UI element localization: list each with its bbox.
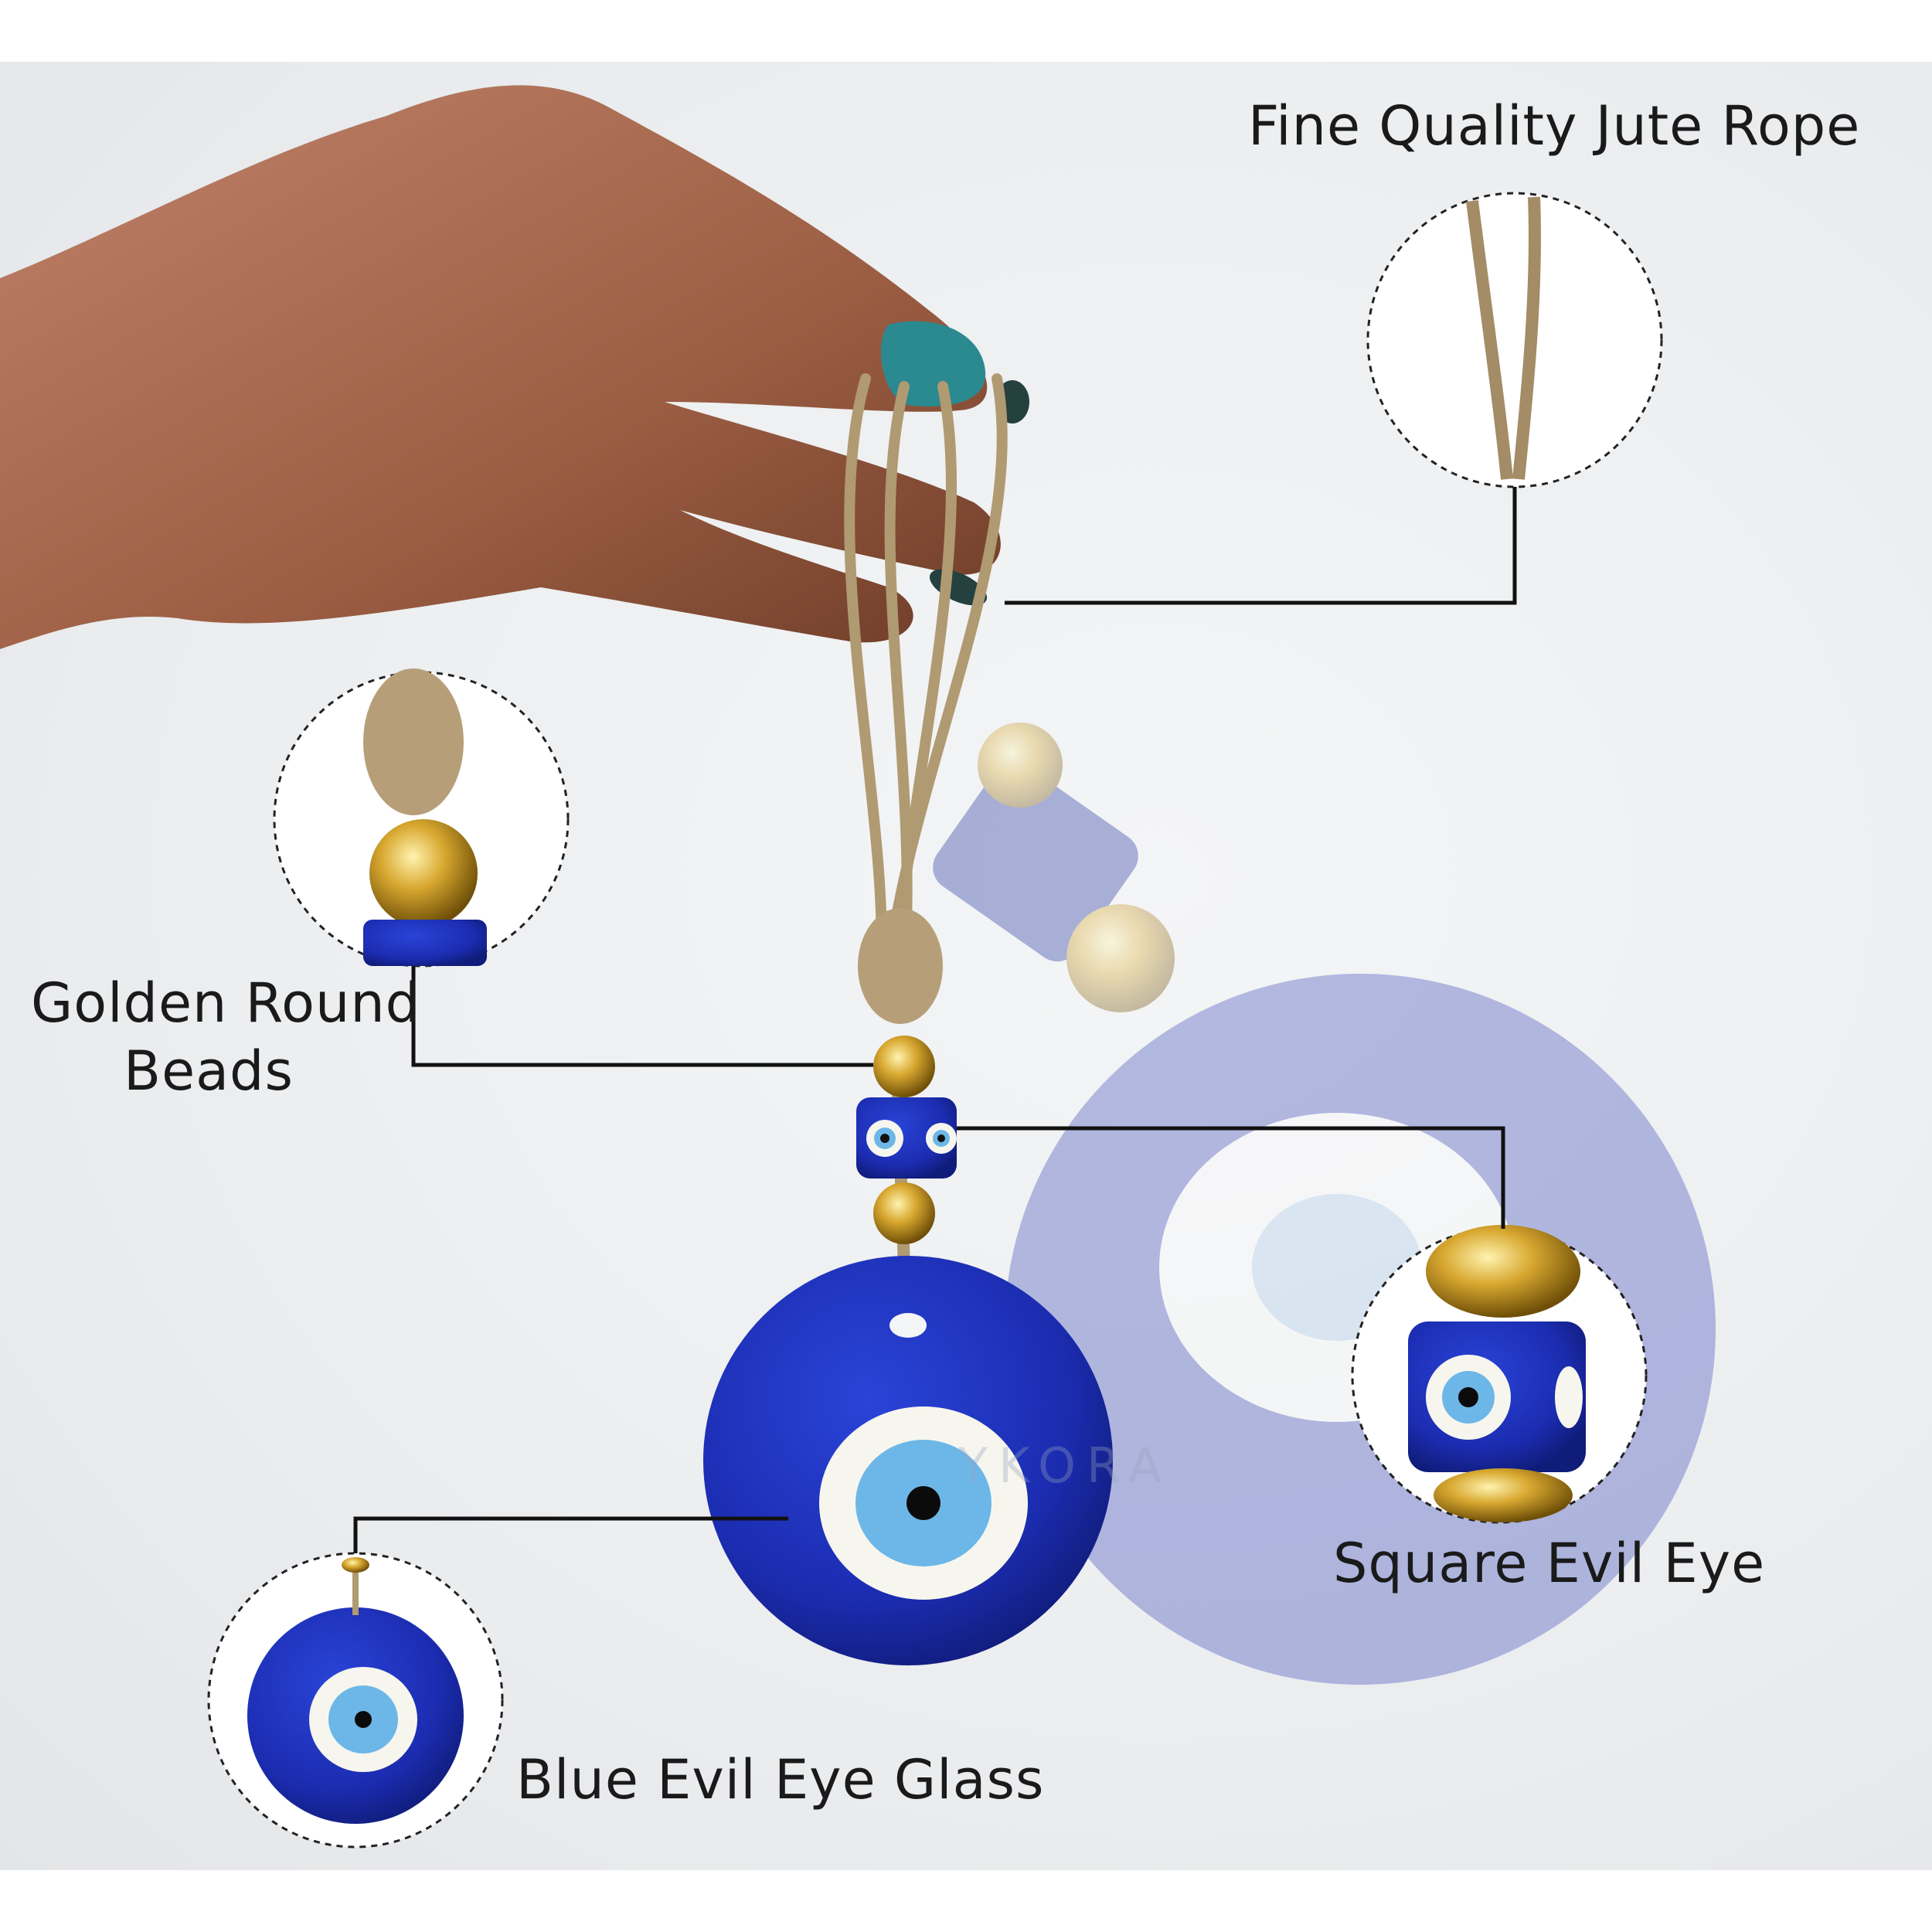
callout-jute-rope [1366,192,1663,488]
square-evil-eye-label: Square Evil Eye [1333,1532,1766,1595]
product-stage: Fine Quality Jute Rope Golden Round Bead… [0,62,1932,1870]
hand [0,85,1029,649]
callout-blue-glass [207,1552,504,1849]
golden-bead-bottom [873,1182,935,1244]
square-evil-eye-bead [856,1097,957,1179]
jute-rope-label: Fine Quality Jute Rope [1248,94,1861,158]
blue-evil-eye-glass-label: Blue Evil Eye Glass [516,1748,1045,1811]
product-illustration [0,85,1716,1849]
golden-beads-label: Golden Round Beads [31,970,421,1105]
rope-knot [858,908,943,1024]
callout-square-evil-eye [1351,1225,1648,1524]
main-evil-eye-pendant [703,1256,1113,1665]
leader-lines [353,487,1517,1553]
golden-beads-label-line1: Golden Round [31,971,421,1035]
callout-golden-beads [273,668,570,968]
golden-bead-top [873,1036,935,1097]
brand-watermark: YKORA [958,1437,1172,1494]
golden-beads-label-line2: Beads [124,1039,294,1103]
